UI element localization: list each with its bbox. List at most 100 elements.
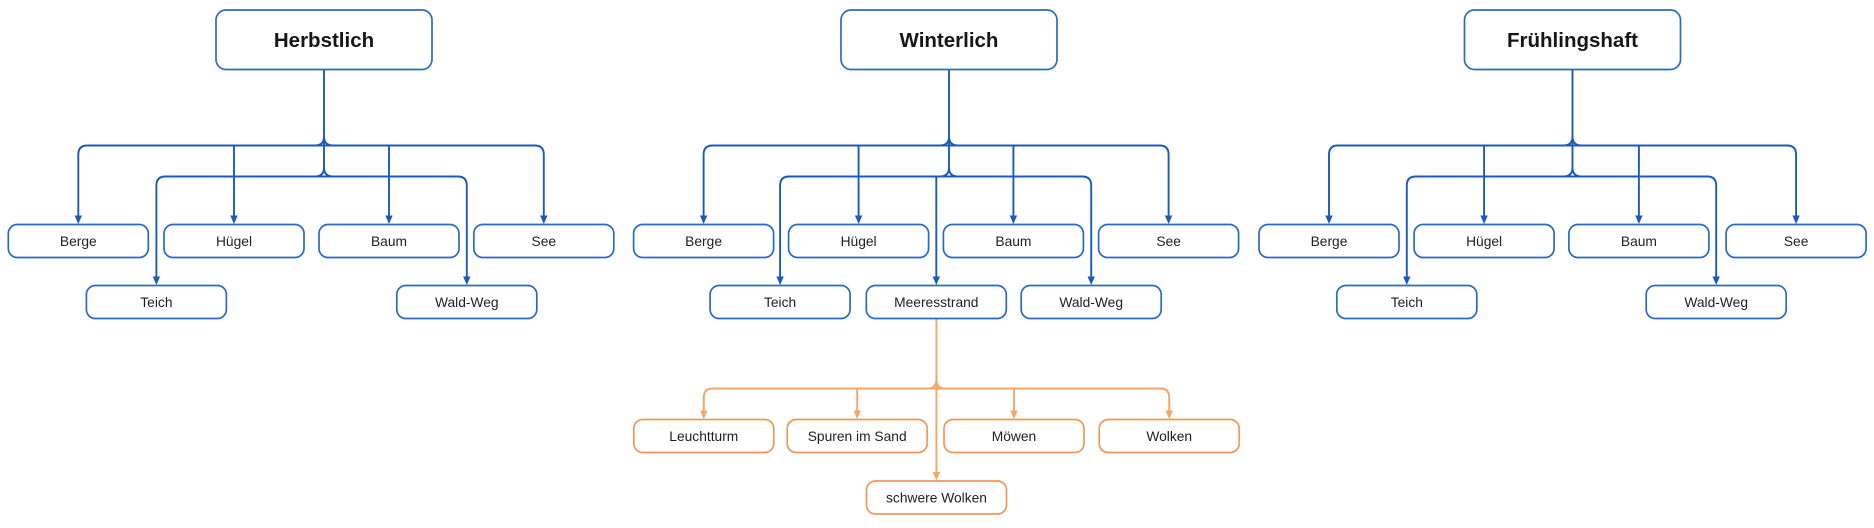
node-label: Hügel xyxy=(841,234,877,249)
node-fruehlingshaft-root[interactable]: Frühlingshaft xyxy=(1463,9,1682,71)
node-label: Baum xyxy=(1621,234,1657,249)
root-stem-connector xyxy=(939,69,959,178)
node-label: Wald-Weg xyxy=(1059,295,1123,310)
subtree-branch-connector xyxy=(702,387,1171,411)
node-label: Spuren im Sand xyxy=(808,429,907,444)
node-herbstlich-berge[interactable]: Berge xyxy=(7,223,150,259)
level1-inner-drops xyxy=(857,145,1015,216)
node-winterlich-huegel[interactable]: Hügel xyxy=(787,223,930,259)
tree-herbstlich-connectors xyxy=(74,69,548,285)
root-stem-connector xyxy=(1563,69,1582,178)
node-herbstlich-wald-weg[interactable]: Wald-Weg xyxy=(395,284,538,320)
node-fruehlingshaft-baum[interactable]: Baum xyxy=(1568,223,1710,259)
subtree-stem-connector xyxy=(927,318,946,472)
node-box xyxy=(1725,223,1867,259)
node-label: Hügel xyxy=(1466,234,1502,249)
node-label: Teich xyxy=(764,295,796,310)
node-label: Wald-Weg xyxy=(1684,295,1748,310)
node-box xyxy=(942,223,1085,259)
node-box xyxy=(1645,284,1788,320)
node-box xyxy=(472,223,615,259)
node-label: Winterlich xyxy=(900,29,999,52)
node-box xyxy=(632,418,775,454)
tree-fruehlingshaft-connectors xyxy=(1325,69,1800,285)
node-box xyxy=(1463,9,1682,71)
node-box xyxy=(163,223,305,259)
node-herbstlich-huegel[interactable]: Hügel xyxy=(163,223,305,259)
node-meeresstrand-moewen[interactable]: Möwen xyxy=(943,418,1085,454)
node-fruehlingshaft-berge[interactable]: Berge xyxy=(1258,223,1400,259)
node-box xyxy=(85,284,228,320)
tree-winterlich-connectors xyxy=(699,69,1173,285)
node-winterlich-baum[interactable]: Baum xyxy=(942,223,1085,259)
node-box xyxy=(943,418,1085,454)
node-box xyxy=(786,418,929,454)
node-label: Berge xyxy=(685,234,722,249)
node-label: Herbstlich xyxy=(274,29,374,52)
node-box xyxy=(215,9,433,71)
node-box xyxy=(1020,284,1163,320)
node-fruehlingshaft-huegel[interactable]: Hügel xyxy=(1413,223,1555,259)
node-label: Hügel xyxy=(216,234,252,249)
node-box xyxy=(1258,223,1400,259)
node-fruehlingshaft-see[interactable]: See xyxy=(1725,223,1867,259)
node-label: Teich xyxy=(1391,295,1423,310)
level1-inner-drops xyxy=(1483,145,1640,216)
node-label: Baum xyxy=(371,234,407,249)
node-label: Möwen xyxy=(992,429,1036,444)
level1-branch-connector xyxy=(702,144,1170,216)
node-box xyxy=(787,223,930,259)
node-herbstlich-see[interactable]: See xyxy=(472,223,615,259)
node-winterlich-see[interactable]: See xyxy=(1097,223,1240,259)
node-label: See xyxy=(1784,234,1809,249)
node-box xyxy=(1097,223,1240,259)
node-box xyxy=(318,223,460,259)
node-label: Baum xyxy=(995,234,1031,249)
subtree-inner-drops xyxy=(856,388,1015,411)
node-box xyxy=(1568,223,1710,259)
node-label: See xyxy=(532,234,557,249)
node-label: Meeresstrand xyxy=(894,295,978,310)
node-label: Teich xyxy=(140,295,172,310)
node-label: Leuchtturm xyxy=(669,429,738,444)
node-meeresstrand-wolken[interactable]: Wolken xyxy=(1098,418,1241,454)
node-fruehlingshaft-teich[interactable]: Teich xyxy=(1335,284,1478,320)
node-winterlich-berge[interactable]: Berge xyxy=(632,223,775,259)
level2-branch-connector xyxy=(1405,175,1718,277)
node-meeresstrand-schwere-wolken[interactable]: schwere Wolken xyxy=(865,480,1008,515)
node-label: schwere Wolken xyxy=(886,490,987,505)
level1-branch-connector xyxy=(77,144,545,216)
node-meeresstrand-spuren-im-sand[interactable]: Spuren im Sand xyxy=(786,418,929,454)
node-box xyxy=(865,284,1008,320)
level1-branch-connector xyxy=(1328,144,1798,216)
meeresstrand-subtree-connectors xyxy=(700,318,1173,481)
node-label: Wolken xyxy=(1146,429,1192,444)
node-box xyxy=(632,223,775,259)
node-herbstlich-teich[interactable]: Teich xyxy=(85,284,228,320)
node-box xyxy=(7,223,150,259)
node-winterlich-meeresstrand[interactable]: Meeresstrand xyxy=(865,284,1008,320)
node-meeresstrand-leuchtturm[interactable]: Leuchtturm xyxy=(632,418,775,454)
node-herbstlich-baum[interactable]: Baum xyxy=(318,223,460,259)
node-box xyxy=(1098,418,1241,454)
node-label: Berge xyxy=(60,234,97,249)
node-box xyxy=(1413,223,1555,259)
level1-inner-drops xyxy=(233,145,390,216)
level2-branch-connector xyxy=(155,175,468,277)
node-winterlich-teich[interactable]: Teich xyxy=(709,284,851,320)
root-stem-connector xyxy=(314,69,334,178)
node-herbstlich-root[interactable]: Herbstlich xyxy=(215,9,433,71)
node-box xyxy=(840,9,1058,71)
node-box xyxy=(865,480,1008,515)
node-winterlich-root[interactable]: Winterlich xyxy=(840,9,1058,71)
node-winterlich-wald-weg[interactable]: Wald-Weg xyxy=(1020,284,1163,320)
node-label: See xyxy=(1156,234,1181,249)
node-label: Berge xyxy=(1311,234,1348,249)
node-box xyxy=(1335,284,1478,320)
node-label: Wald-Weg xyxy=(435,295,499,310)
node-fruehlingshaft-wald-weg[interactable]: Wald-Weg xyxy=(1645,284,1788,320)
node-box xyxy=(709,284,851,320)
node-label: Frühlingshaft xyxy=(1507,29,1638,52)
